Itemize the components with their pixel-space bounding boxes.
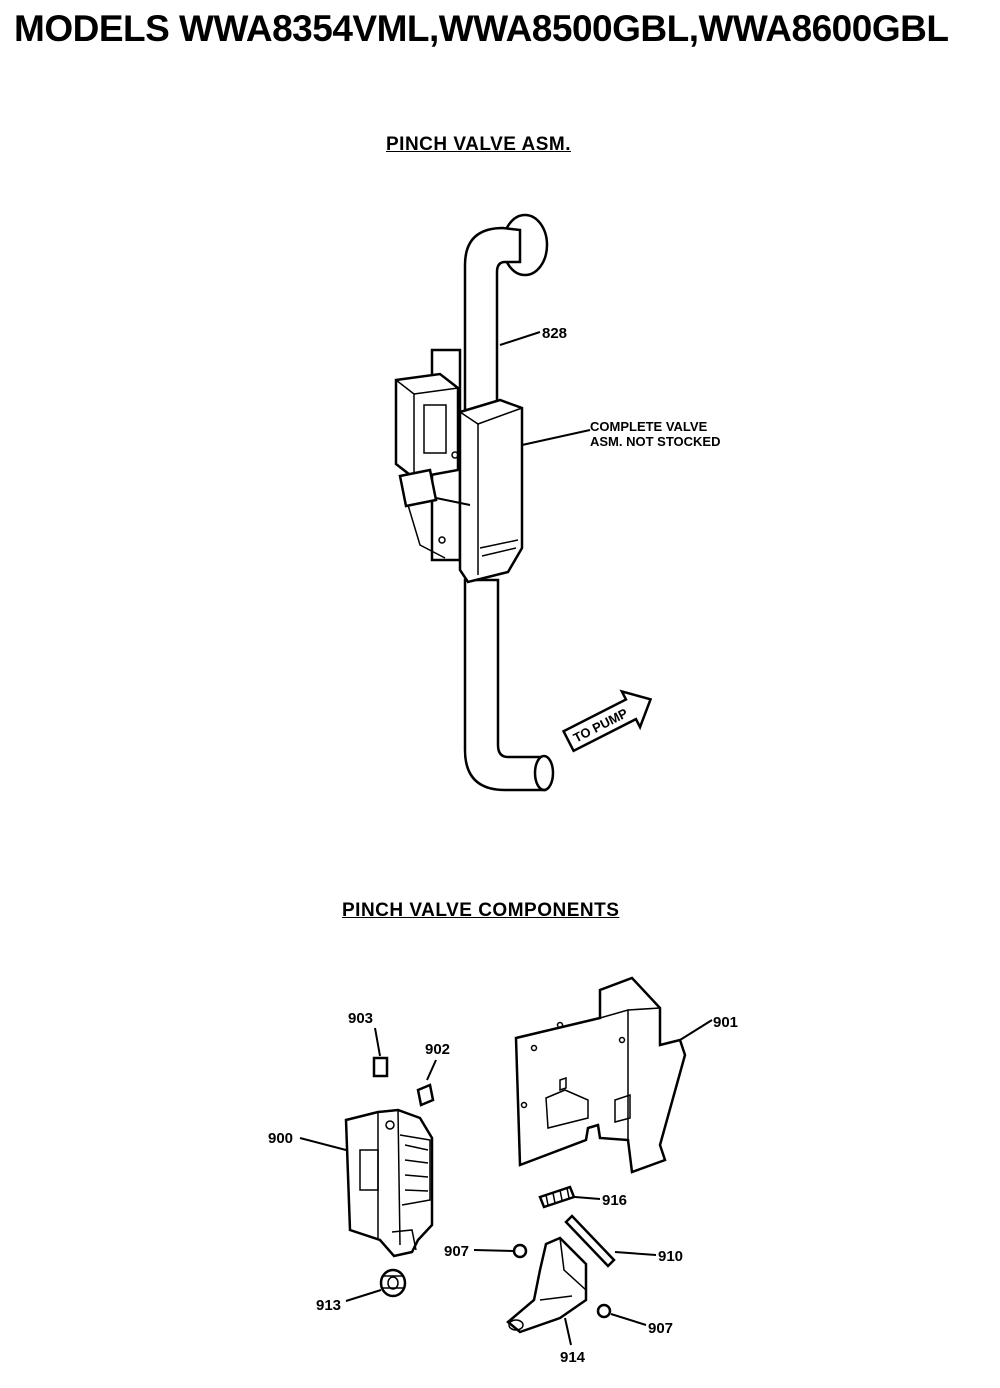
solenoid-900 bbox=[344, 1108, 434, 1258]
nut-913 bbox=[379, 1268, 407, 1298]
callout-828: 828 bbox=[542, 325, 567, 342]
spring-916 bbox=[538, 1185, 576, 1209]
washer-907-upper bbox=[512, 1243, 528, 1259]
section-title-assembly: PINCH VALVE ASM. bbox=[386, 134, 571, 155]
valve-body bbox=[394, 348, 524, 584]
callout-907-lower: 907 bbox=[648, 1320, 673, 1337]
callout-913: 913 bbox=[316, 1297, 341, 1314]
callout-916: 916 bbox=[602, 1192, 627, 1209]
note-line-2: ASM. NOT STOCKED bbox=[590, 434, 721, 449]
callout-900: 900 bbox=[268, 1130, 293, 1147]
callout-903: 903 bbox=[348, 1010, 373, 1027]
clip-903 bbox=[372, 1056, 389, 1078]
callout-914: 914 bbox=[560, 1349, 586, 1366]
pin-910 bbox=[564, 1214, 616, 1268]
lever-914 bbox=[506, 1236, 588, 1334]
hose-828 bbox=[463, 213, 555, 792]
screw-902 bbox=[416, 1059, 437, 1107]
page-title: MODELS WWA8354VML,WWA8500GBL,WWA8600GBL bbox=[14, 8, 949, 49]
callout-907-upper: 907 bbox=[444, 1243, 469, 1260]
callout-902: 902 bbox=[425, 1041, 450, 1058]
bracket-901 bbox=[514, 976, 687, 1174]
note-line-1: COMPLETE VALVE bbox=[590, 419, 708, 434]
callout-910: 910 bbox=[658, 1248, 683, 1265]
section-title-components: PINCH VALVE COMPONENTS bbox=[342, 900, 620, 921]
to-pump-arrow: TO PUMP bbox=[561, 689, 653, 753]
washer-907-lower bbox=[596, 1303, 612, 1319]
callout-901: 901 bbox=[713, 1014, 738, 1031]
